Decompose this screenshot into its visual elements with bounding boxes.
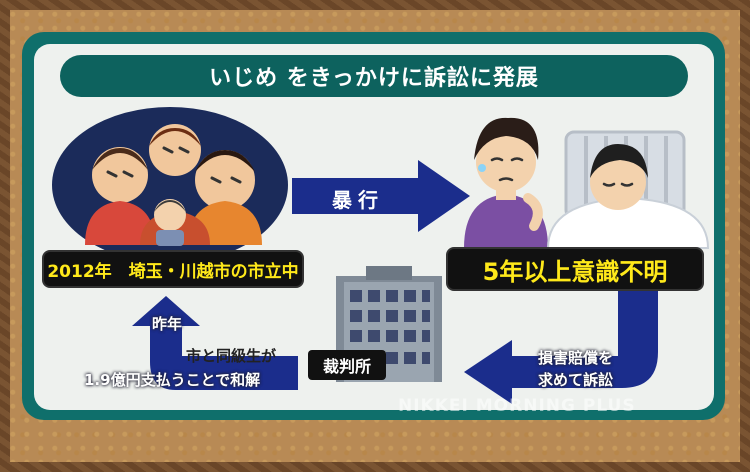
patient-in-bed-illustration <box>546 130 710 249</box>
lawsuit-label-line2: 求めて訴訟 <box>538 371 614 389</box>
curved-up-arrow <box>132 296 298 390</box>
lawsuit-label-line1: 損害賠償を <box>538 349 614 367</box>
right-arrow <box>292 160 470 232</box>
bully-group-illustration <box>52 107 288 263</box>
page-title: いじめ をきっかけに訴訟に発展 <box>60 55 688 97</box>
worried-mother-illustration <box>464 117 548 248</box>
settlement-label-line2: 1.9億円支払うことで和解 <box>84 371 261 389</box>
broadcast-watermark: NIKKEI MORNING PLUS <box>398 396 636 416</box>
last-year-label: 昨年 <box>152 315 183 333</box>
settlement-label-line1: 市と同級生が <box>186 347 277 365</box>
down-left-arrow <box>464 290 658 404</box>
school-location-label: 2012年 埼玉・川越市の市立中 <box>44 252 302 286</box>
coma-duration-label: 5年以上意識不明 <box>448 249 702 289</box>
court-label: 裁判所 <box>308 350 386 380</box>
violence-arrow-label: 暴行 <box>332 188 384 212</box>
